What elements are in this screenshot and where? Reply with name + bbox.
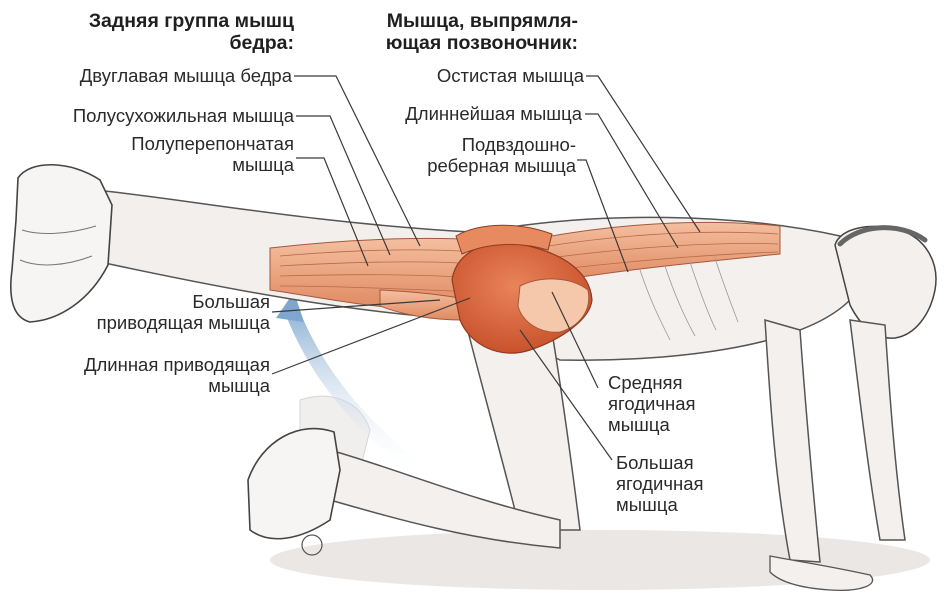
heading-hamstrings-line1: Задняя группа мышц: [40, 10, 294, 32]
label-gluteus-medius-line3: мышца: [608, 414, 748, 435]
label-iliocostalis: Подвздошно- реберная мышца: [400, 134, 576, 176]
heading-hamstrings: Задняя группа мышц бедра:: [40, 10, 294, 54]
label-iliocostalis-line2: реберная мышца: [400, 155, 576, 176]
left-arm: [765, 320, 820, 562]
label-semimembranosus-line2: мышца: [60, 154, 294, 175]
label-iliocostalis-line1: Подвздошно-: [400, 134, 576, 155]
label-spinalis: Остистая мышца: [380, 65, 584, 86]
label-gluteus-maximus-line2: ягодичная: [616, 473, 756, 494]
label-gluteus-maximus: Большая ягодичная мышца: [616, 452, 756, 515]
heading-hamstrings-line2: бедра:: [40, 32, 294, 54]
right-arm: [850, 320, 905, 540]
label-adductor-longus: Длинная приводящая мышца: [20, 354, 270, 396]
label-gluteus-maximus-line3: мышца: [616, 494, 756, 515]
label-gluteus-medius-line2: ягодичная: [608, 393, 748, 414]
label-gluteus-maximus-line1: Большая: [616, 452, 756, 473]
label-gluteus-medius: Средняя ягодичная мышца: [608, 372, 748, 435]
label-biceps-femoris: Двуглавая мышца бедра: [20, 65, 292, 86]
heading-erector-line2: ющая позвоночник:: [340, 32, 578, 54]
label-semimembranosus-line1: Полуперепончатая: [60, 133, 294, 154]
heading-erector: Мышца, выпрямля- ющая позвоночник:: [340, 10, 578, 54]
label-adductor-magnus: Большая приводящая мышца: [40, 291, 270, 333]
label-adductor-longus-line2: мышца: [20, 375, 270, 396]
label-semitendinosus: Полусухожильная мышца: [10, 105, 294, 126]
label-adductor-magnus-line1: Большая: [40, 291, 270, 312]
heading-erector-line1: Мышца, выпрямля-: [340, 10, 578, 32]
kneeling-shoe: [248, 429, 340, 539]
label-adductor-longus-line1: Длинная приводящая: [20, 354, 270, 375]
label-adductor-magnus-line2: приводящая мышца: [40, 312, 270, 333]
label-semimembranosus: Полуперепончатая мышца: [60, 133, 294, 175]
label-gluteus-medius-line1: Средняя: [608, 372, 748, 393]
label-longissimus: Длиннейшая мышца: [360, 103, 582, 124]
